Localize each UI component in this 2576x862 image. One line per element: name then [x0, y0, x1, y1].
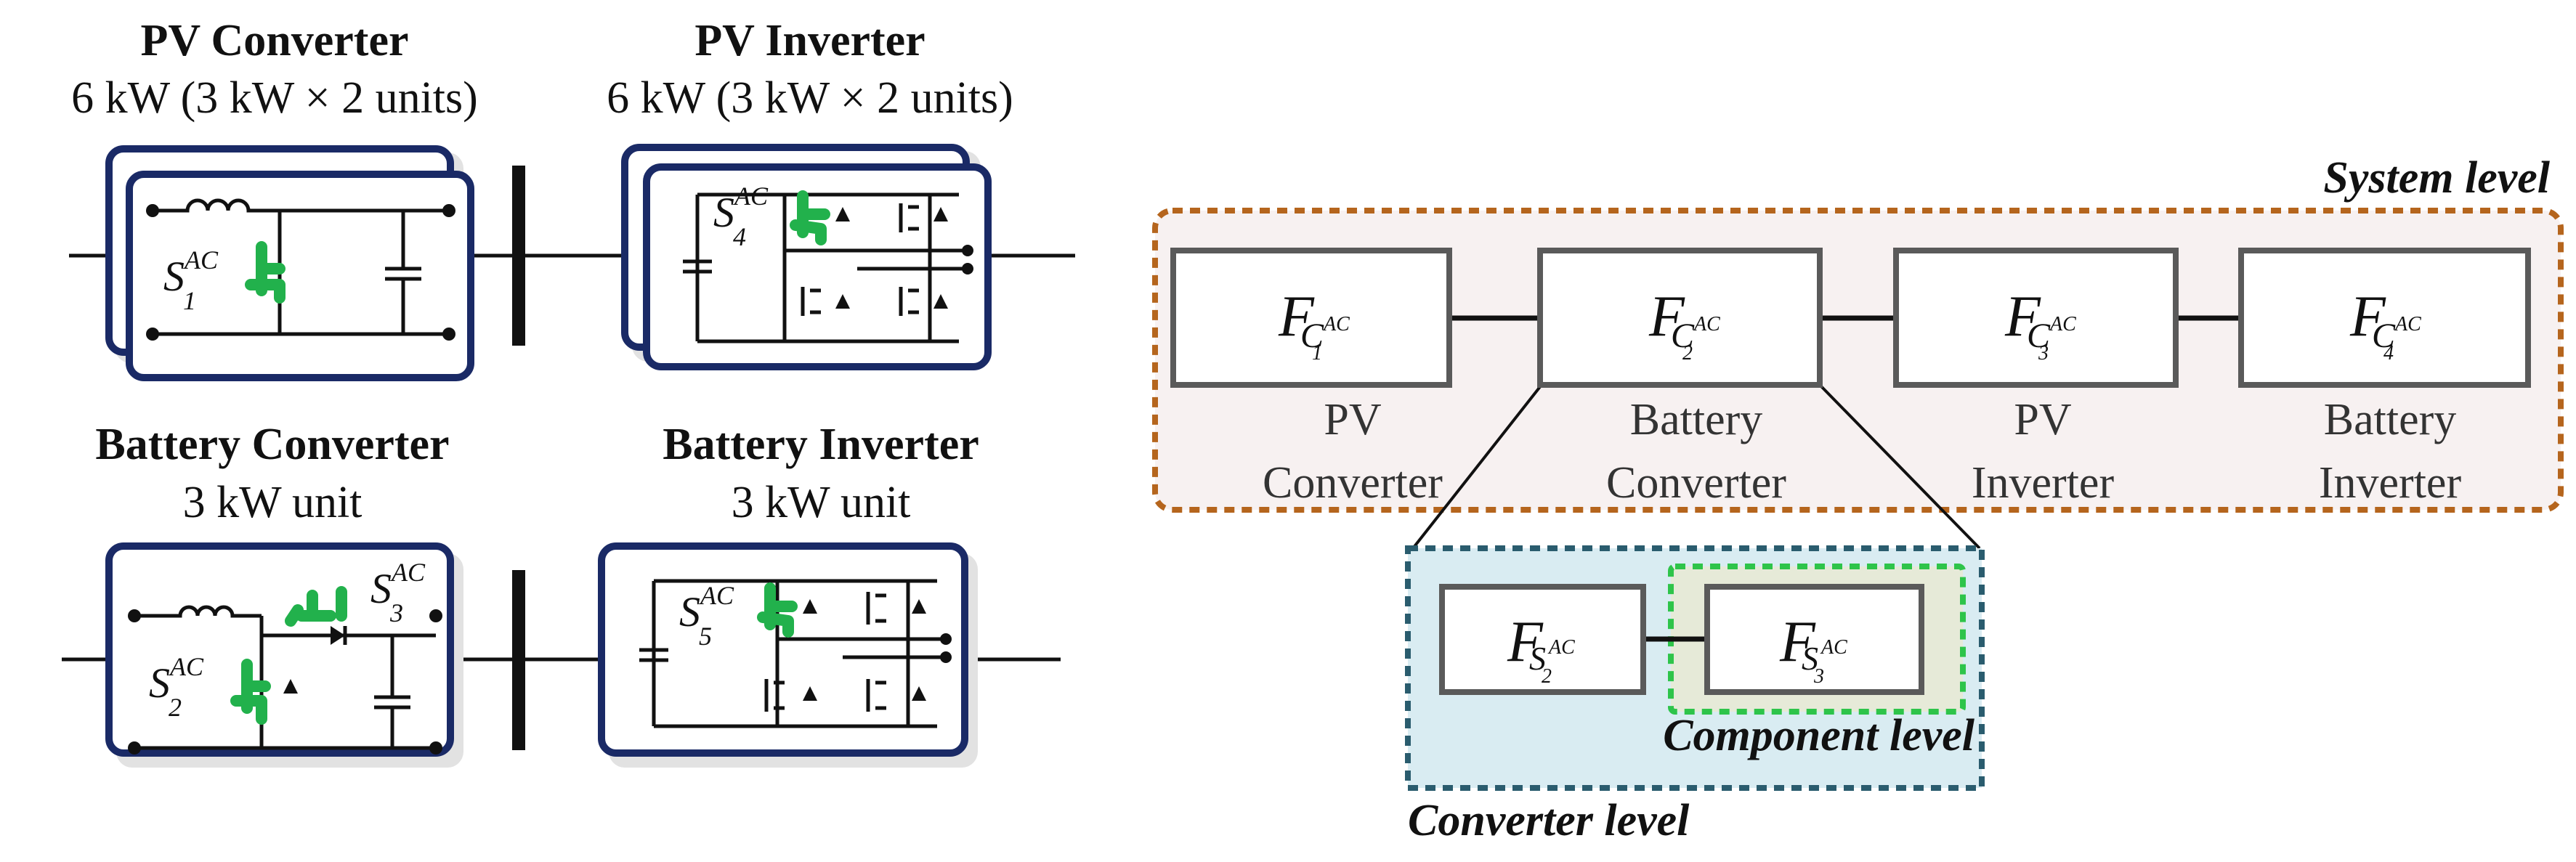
svg-text:C: C	[2372, 317, 2396, 355]
svg-text:AC: AC	[2049, 313, 2076, 336]
system-block-battery-converter: F C AC 2 Battery Converter	[1537, 248, 1823, 508]
svg-text:F: F	[1648, 285, 1685, 349]
svg-text:PV: PV	[2014, 395, 2071, 444]
svg-text:Converter: Converter	[1263, 458, 1443, 508]
svg-text:Battery: Battery	[2324, 395, 2457, 444]
top-bus-bar	[512, 166, 525, 346]
battery-converter-rating: 3 kW unit	[183, 478, 362, 527]
bottom-bus-bar	[512, 570, 525, 750]
svg-text:2: 2	[1682, 342, 1693, 365]
system-block-battery-inverter: F C AC 4 Battery Inverter	[2238, 248, 2531, 508]
pv-inverter-switch-icon	[790, 190, 830, 245]
system-level-label: System level	[2323, 153, 2550, 203]
svg-text:AC: AC	[2394, 313, 2421, 336]
svg-text:AC: AC	[1693, 313, 1720, 336]
svg-text:3: 3	[2038, 342, 2049, 365]
converter-block-s3: F S AC 3	[1704, 584, 1924, 695]
system-level-region	[1152, 208, 2564, 513]
svg-text:F: F	[1278, 285, 1315, 349]
svg-text:Converter: Converter	[1606, 458, 1786, 508]
battery-converter-switch-upper-icon	[285, 586, 347, 627]
svg-text:AC: AC	[1322, 313, 1350, 336]
pv-inverter-title: PV Inverter	[694, 16, 925, 65]
svg-text:S: S	[1529, 640, 1546, 677]
svg-text:F: F	[2004, 285, 2041, 349]
battery-inverter-rating: 3 kW unit	[732, 478, 911, 527]
svg-text:PV: PV	[1324, 395, 1381, 444]
converter-block-s2: F S AC 2	[1439, 584, 1646, 695]
svg-text:4: 4	[2383, 342, 2394, 365]
battery-inverter-switch-icon	[757, 582, 798, 638]
battery-inverter-title: Battery Inverter	[663, 420, 979, 469]
svg-text:Inverter: Inverter	[1972, 458, 2115, 508]
battery-converter-title: Battery Converter	[95, 420, 449, 469]
svg-text:3: 3	[1813, 665, 1824, 688]
svg-text:C: C	[1671, 317, 1695, 355]
svg-text:C: C	[2027, 317, 2051, 355]
svg-text:S: S	[1802, 640, 1818, 677]
svg-text:AC: AC	[1820, 636, 1847, 659]
pv-inverter-rating: 6 kW (3 kW × 2 units)	[607, 73, 1013, 123]
zoom-line-left	[1411, 383, 1543, 550]
svg-text:2: 2	[1542, 665, 1552, 688]
svg-text:F: F	[1507, 610, 1544, 674]
pv-converter-title: PV Converter	[140, 16, 408, 65]
svg-text:Inverter: Inverter	[2319, 458, 2462, 508]
pv-converter-rating: 6 kW (3 kW × 2 units)	[71, 73, 478, 123]
pv-converter-switch-icon	[245, 241, 285, 304]
svg-text:F: F	[2349, 285, 2386, 349]
converter-level-label: Converter level	[1408, 796, 1690, 845]
svg-text:Battery: Battery	[1630, 395, 1763, 444]
svg-text:AC: AC	[1547, 636, 1575, 659]
system-block-pv-converter: F C AC 1 PV Converter	[1170, 248, 1452, 508]
battery-converter-switch-lower-icon	[230, 659, 271, 725]
component-level-label: Component level	[1663, 711, 1975, 760]
svg-text:1: 1	[1312, 342, 1322, 365]
system-block-pv-inverter: F C AC 3 PV Inverter	[1893, 248, 2179, 508]
svg-text:C: C	[1300, 317, 1324, 355]
zoom-line-right	[1818, 383, 1981, 550]
svg-text:F: F	[1779, 610, 1816, 674]
